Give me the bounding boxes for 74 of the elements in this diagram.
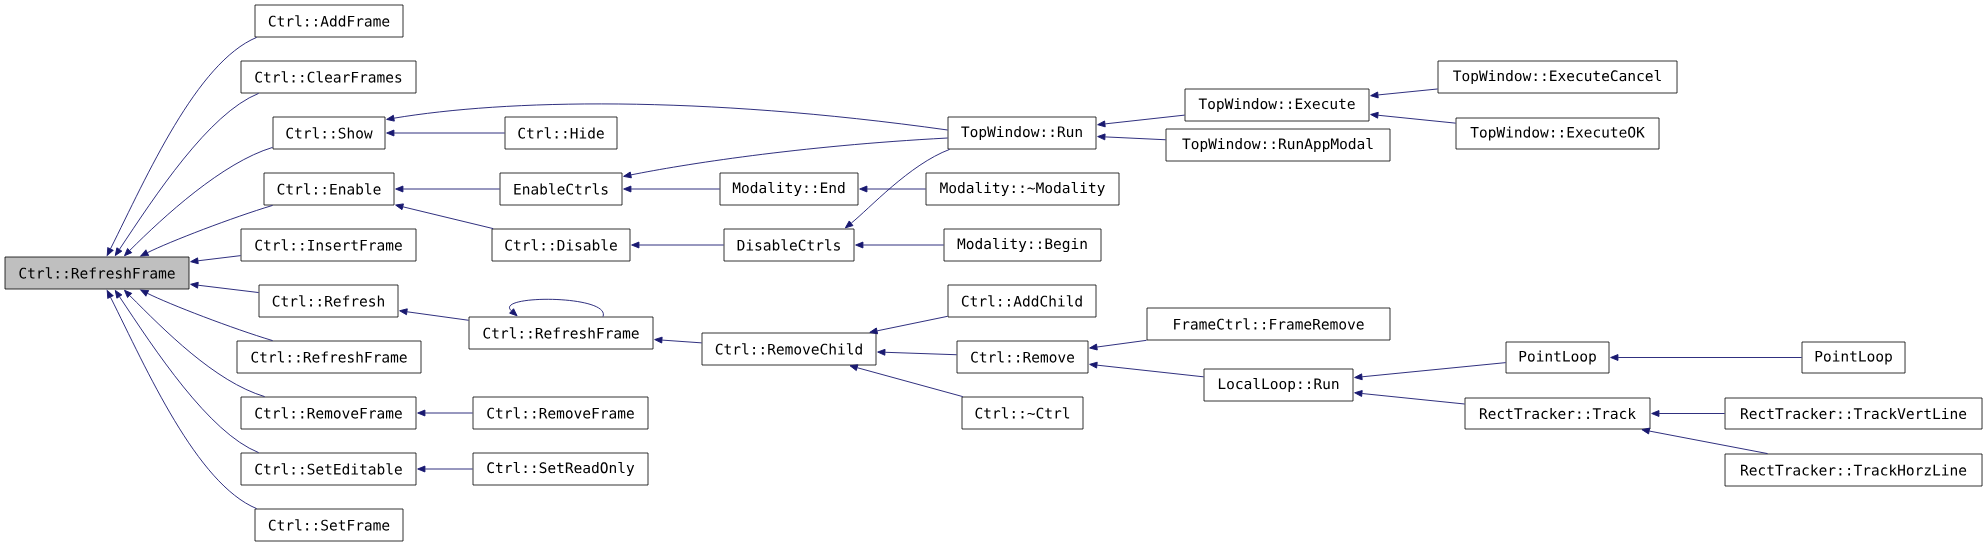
arrow: [1370, 88, 1439, 99]
function-box: Ctrl::SetReadOnly: [472, 452, 649, 486]
arrow: [386, 129, 506, 137]
function-box: Ctrl::RemoveChild: [701, 332, 877, 366]
function-box: Ctrl::RefreshFrame: [4, 256, 190, 290]
function-box: RectTracker::Track: [1464, 397, 1651, 430]
function-box: Ctrl::AddFrame: [254, 4, 404, 38]
arrow: [114, 92, 260, 256]
function-box: Modality::Begin: [943, 228, 1102, 262]
arrow: [631, 241, 725, 249]
function-box: Modality::End: [719, 172, 859, 206]
arrow: [869, 315, 949, 335]
function-box: DisableCtrls: [723, 228, 855, 262]
function-box: Ctrl::AddChild: [947, 284, 1097, 318]
arrow: [849, 364, 964, 398]
function-box: Ctrl::Remove: [956, 340, 1089, 374]
arrow: [623, 185, 721, 193]
function-box: Ctrl::RefreshFrame: [236, 340, 422, 374]
arrow: [1089, 339, 1148, 351]
function-box: EnableCtrls: [499, 172, 623, 206]
arrow: [395, 185, 501, 193]
arrow: [1610, 354, 1803, 361]
function-box: PointLoop: [1505, 341, 1610, 374]
function-box: Ctrl::Disable: [491, 228, 631, 262]
arrow: [844, 148, 951, 229]
function-box: Ctrl::InsertFrame: [240, 228, 417, 262]
function-box: TopWindow::ExecuteOK: [1455, 117, 1660, 150]
function-box: Ctrl::Show: [272, 116, 386, 150]
arrow: [1370, 111, 1457, 124]
arrow: [623, 137, 949, 179]
arrow: [1651, 410, 1726, 417]
function-box: TopWindow::Execute: [1184, 88, 1370, 122]
arrow: [395, 203, 494, 230]
function-box: Modality::~Modality: [925, 172, 1120, 206]
function-box: Ctrl::RemoveFrame: [472, 396, 649, 430]
arrow: [124, 146, 274, 257]
function-box: TopWindow::ExecuteCancel: [1437, 60, 1678, 94]
arrow: [190, 281, 260, 293]
arrow: [877, 348, 958, 356]
arrow: [1089, 361, 1205, 378]
arrow: [855, 241, 945, 249]
arrow: [654, 336, 703, 344]
function-box: TopWindow::Run: [947, 116, 1097, 150]
arrow: [1097, 133, 1167, 141]
function-box: Ctrl::SetFrame: [254, 508, 404, 542]
arrow: [124, 289, 266, 398]
arrow: [1097, 114, 1186, 128]
arrow: [190, 255, 242, 265]
function-box: Ctrl::SetEditable: [240, 452, 417, 486]
arrow: [417, 409, 474, 417]
arrow: [140, 204, 274, 257]
arrow: [386, 103, 949, 131]
arrow: [859, 185, 927, 193]
function-box: Ctrl::~Ctrl: [961, 396, 1084, 430]
arrow: [106, 36, 258, 256]
function-box: RectTracker::TrackHorzLine: [1724, 453, 1983, 487]
function-box: Ctrl::ClearFrames: [240, 60, 417, 94]
function-box: Ctrl::Hide: [504, 116, 618, 150]
function-box: PointLoop: [1801, 341, 1906, 374]
arrow: [1354, 362, 1507, 381]
function-box: Ctrl::RefreshFrame: [468, 316, 654, 350]
arrow: [399, 308, 470, 321]
function-box: LocalLoop::Run: [1203, 368, 1354, 402]
function-box: RectTracker::TrackVertLine: [1724, 397, 1983, 430]
arrow: [106, 290, 258, 510]
function-box: Ctrl::Enable: [263, 172, 395, 206]
arrow: [1354, 390, 1466, 405]
function-box: Ctrl::RemoveFrame: [240, 396, 417, 430]
arrow: [114, 290, 260, 454]
arrow: [417, 465, 474, 473]
function-box: FrameCtrl::FrameRemove: [1146, 307, 1391, 341]
function-box: TopWindow::RunAppModal: [1165, 128, 1391, 162]
function-box: Ctrl::Refresh: [258, 284, 399, 318]
arrow: [509, 298, 604, 318]
